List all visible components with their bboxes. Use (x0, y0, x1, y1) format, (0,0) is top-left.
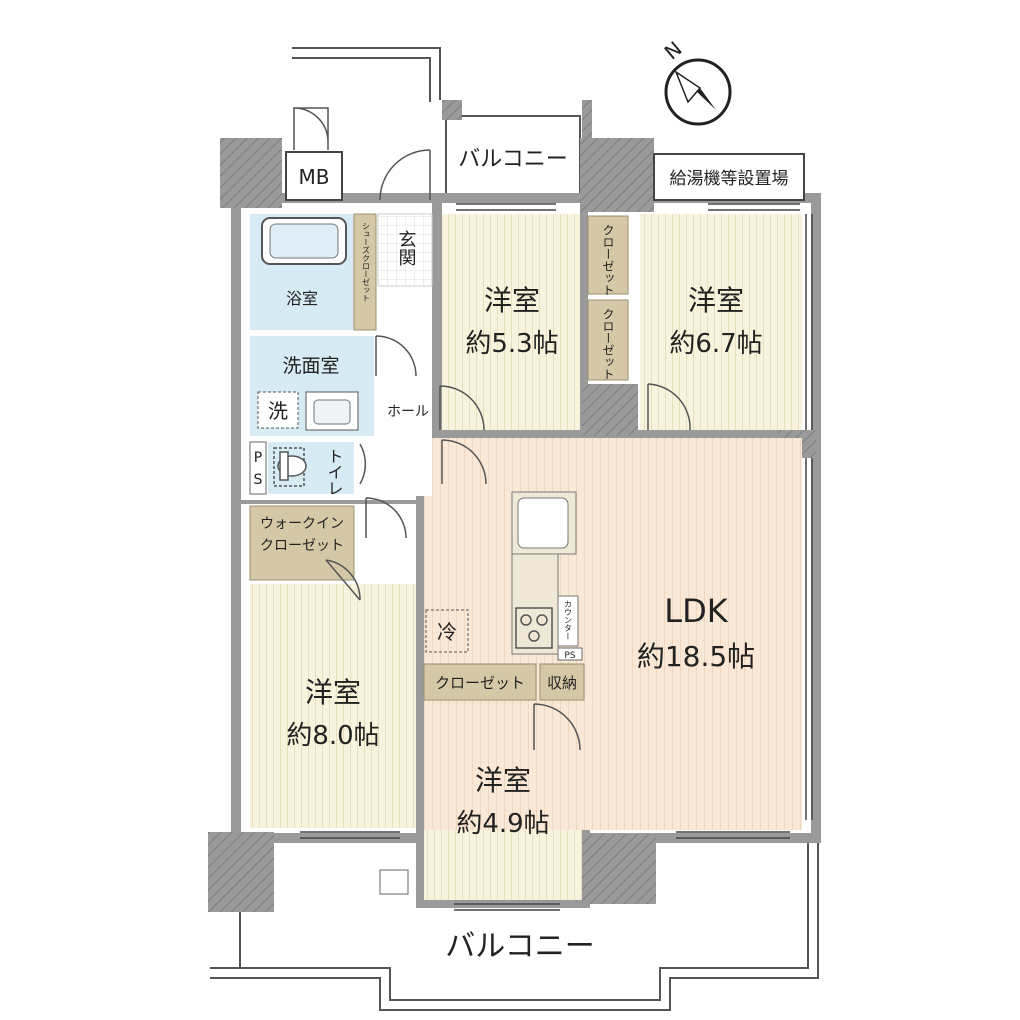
room-53-name: 洋室 (484, 284, 540, 317)
entrance-floor (377, 213, 433, 287)
toilet-icon (273, 447, 307, 487)
compass-north-label: N (660, 36, 687, 64)
closet-c-label: クローゼット (435, 674, 525, 692)
room-49-size: 約4.9帖 (456, 809, 549, 839)
mb-label: MB (299, 165, 330, 189)
room-67-name: 洋室 (688, 284, 744, 317)
walk-in-closet (249, 505, 355, 581)
water-heater-label: 給湯機等設置場 (670, 169, 789, 189)
closet-a (587, 215, 629, 295)
closet-c (423, 663, 537, 701)
ps-label-s: S (254, 472, 263, 488)
closet-b (587, 299, 629, 381)
fridge-label: 冷 (437, 620, 457, 644)
counter-label: カウンター (564, 600, 573, 640)
toilet-label: トイレ (325, 448, 344, 496)
ps-label-p: P (254, 450, 262, 466)
stove-icon (515, 607, 553, 649)
shoes-closet-label: シューズクローゼット (362, 222, 371, 302)
kitchen-sink (517, 497, 569, 549)
closet-a-label: クローゼット (601, 224, 615, 296)
room-80-size: 約8.0帖 (286, 721, 379, 751)
mb-door-arc (293, 107, 329, 150)
door-swings (325, 149, 691, 751)
balcony-top-outline (292, 47, 581, 203)
room-67-size: 約6.7帖 (669, 329, 762, 359)
shoes-closet (353, 213, 377, 331)
compass-icon (664, 58, 732, 126)
entrance-label: 玄関 (396, 230, 417, 266)
washbasin-icon (305, 391, 359, 431)
fridge-space (425, 609, 469, 653)
room-53-floor (442, 214, 580, 430)
balcony-top-label: バルコニー (458, 147, 568, 172)
balcony-bottom-outline (210, 840, 819, 1011)
washer-label: 洗 (268, 399, 288, 423)
balcony-bottom-label: バルコニー (445, 929, 594, 964)
walk-in-closet-label-2: クローゼット (260, 538, 344, 554)
walk-in-closet-label-1: ウォークイン (260, 516, 344, 532)
washer-space (257, 391, 299, 429)
room-80-floor (250, 584, 416, 828)
hall-floor (374, 290, 432, 496)
counter-strip (557, 595, 579, 647)
aircon-outdoor-unit (379, 869, 409, 895)
ldk-floor (424, 438, 802, 830)
storage (539, 663, 585, 701)
mb-box (285, 151, 343, 201)
closet-b-label: クローゼット (601, 308, 615, 380)
room-49-name: 洋室 (475, 764, 531, 797)
hall-label: ホール (387, 404, 429, 420)
ldk-size: 約18.5帖 (637, 640, 755, 673)
room-80-name: 洋室 (305, 676, 361, 709)
ps-shaft-left (249, 441, 267, 495)
ps-kitchen-label: PS (564, 651, 575, 661)
storage-label: 収納 (547, 674, 577, 692)
ldk-name: LDK (664, 592, 728, 630)
water-heater-box (653, 153, 805, 201)
room-53-size: 約5.3帖 (465, 329, 558, 359)
windows (300, 203, 813, 911)
washroom-label: 洗面室 (282, 355, 339, 377)
room-67-floor (640, 214, 802, 430)
kitchen-counter (511, 553, 559, 655)
bath-label: 浴室 (286, 289, 318, 308)
bathtub-icon (261, 217, 347, 265)
